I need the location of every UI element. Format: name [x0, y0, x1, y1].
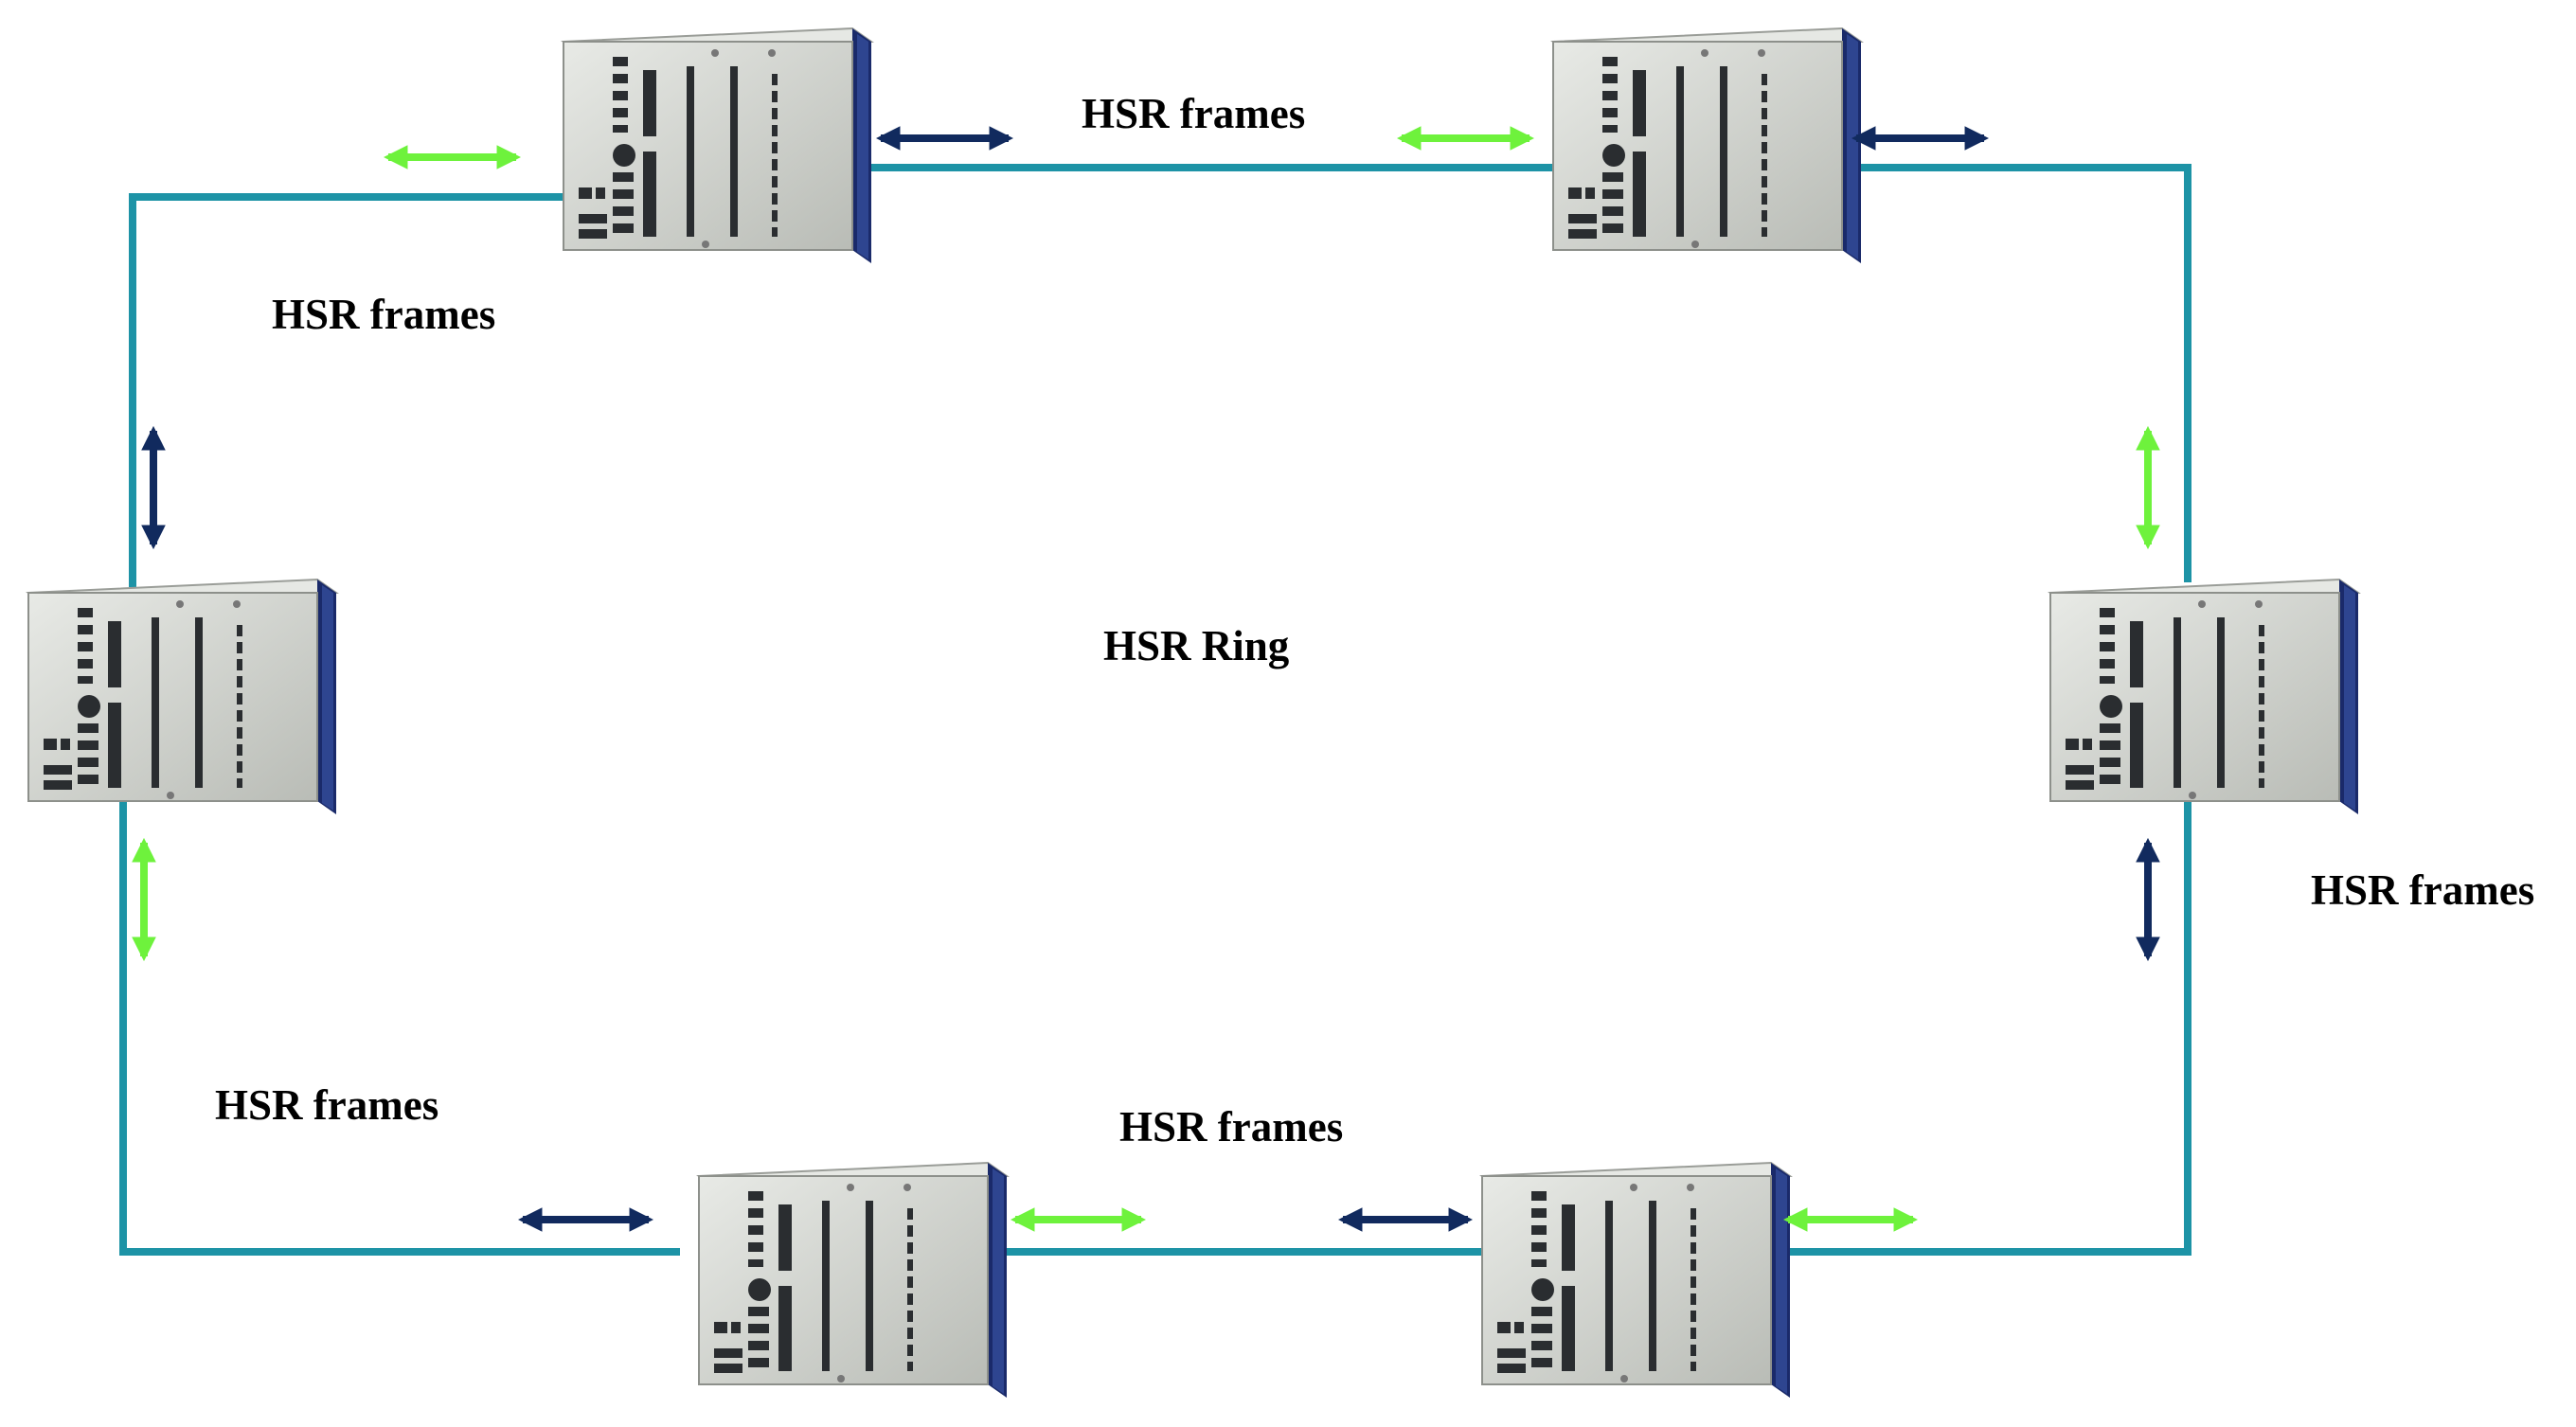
label-hsr-frames-top: HSR frames	[1082, 90, 1306, 137]
device-top-left[interactable]	[563, 27, 872, 264]
label-hsr-frames-bottom: HSR frames	[1119, 1103, 1344, 1151]
device-bottom-left[interactable]	[698, 1162, 1008, 1399]
label-hsr-ring: HSR Ring	[1103, 622, 1290, 669]
device-left[interactable]	[27, 579, 337, 815]
label-hsr-frames-top-left: HSR frames	[272, 291, 496, 338]
device-bottom-right[interactable]	[1481, 1162, 1791, 1399]
label-hsr-frames-bottom-left: HSR frames	[215, 1081, 439, 1129]
device-top-right[interactable]	[1552, 27, 1862, 264]
ring-link-top-left	[129, 193, 568, 587]
ring-link-left	[119, 791, 680, 1256]
ring-link-right	[1780, 800, 2191, 1256]
ring-link-top-right	[1847, 164, 2191, 582]
label-hsr-frames-right: HSR frames	[2311, 866, 2535, 914]
ring-link-group	[119, 164, 2191, 1256]
device-right[interactable]	[2049, 579, 2359, 815]
